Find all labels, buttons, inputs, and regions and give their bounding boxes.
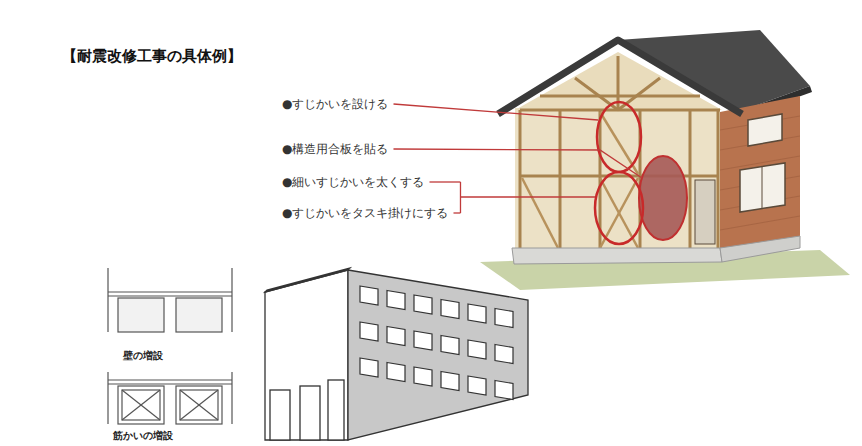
illustration-part <box>441 300 459 319</box>
illustration-part <box>512 248 722 264</box>
illustration-part <box>122 390 160 420</box>
illustration-part <box>387 327 405 346</box>
illustration-part <box>180 390 218 420</box>
illustration-part <box>468 376 486 395</box>
illustration-part <box>720 236 800 262</box>
illustration-part <box>597 102 641 172</box>
illustration-part <box>265 268 350 292</box>
illustration-part <box>231 268 232 332</box>
figure-caption: 壁の増設 <box>123 350 163 362</box>
illustration-part <box>495 381 513 400</box>
illustration-part <box>540 95 700 98</box>
illustration-part <box>748 114 782 146</box>
callout-label: ●細いすじかいを太くする <box>282 175 424 189</box>
illustration-part <box>441 336 459 355</box>
illustration-part <box>495 345 513 364</box>
illustration-part <box>348 270 528 440</box>
leader-line <box>460 196 595 197</box>
illustration-part <box>360 358 378 377</box>
illustration-part <box>468 304 486 323</box>
illustration-part <box>108 291 232 292</box>
illustration-part <box>176 386 222 424</box>
leader-line <box>429 181 460 182</box>
callout-label: ●すじかいをタスキ掛けにする <box>282 206 448 220</box>
illustration-part <box>595 172 643 244</box>
illustration-part <box>740 163 785 212</box>
illustration-part <box>180 390 218 420</box>
leader-line <box>393 104 598 120</box>
illustration-part <box>559 110 562 250</box>
illustration-part <box>468 340 486 359</box>
illustration-part <box>762 166 763 208</box>
illustration-part <box>520 175 718 178</box>
illustration-part <box>441 372 459 391</box>
illustration-part <box>180 390 218 420</box>
illustration-part <box>522 178 558 248</box>
illustration-part <box>107 268 108 332</box>
illustration-part <box>265 268 528 440</box>
illustration-part <box>122 390 160 420</box>
illustration-part <box>360 286 378 305</box>
illustration-part <box>122 390 160 420</box>
illustration-part <box>689 110 692 250</box>
callout-label: ●すじかいを設ける <box>282 97 388 111</box>
illustration-part <box>108 383 232 384</box>
illustration-part <box>118 386 164 424</box>
illustration-part <box>265 270 348 440</box>
diagram-title: 【耐震改修工事の具体例】 <box>62 47 242 65</box>
illustration-part <box>360 286 513 400</box>
illustration-part <box>618 78 660 110</box>
illustration-part <box>176 298 222 332</box>
illustration-part <box>414 331 432 350</box>
illustration-part <box>717 110 720 250</box>
illustration-part <box>108 268 232 424</box>
illustration-part <box>328 380 344 440</box>
illustration-part <box>519 110 522 250</box>
illustration-part <box>387 363 405 382</box>
illustration-part <box>720 96 800 250</box>
leader-line <box>393 149 642 178</box>
figure-caption: 筋かいの増設 <box>113 430 173 442</box>
illustration-part <box>720 216 800 230</box>
illustration-part <box>360 322 378 341</box>
illustration-part <box>695 180 715 244</box>
illustration-part <box>387 291 405 310</box>
illustration-part <box>639 156 687 240</box>
illustration-part <box>515 108 720 250</box>
illustration-part <box>414 367 432 386</box>
callout-label: ●構造用合板を貼る <box>282 142 388 156</box>
illustration-part <box>108 379 232 380</box>
illustration-part <box>522 112 638 248</box>
illustration-part <box>270 390 290 440</box>
illustration-part <box>108 295 232 296</box>
illustration-part <box>495 309 513 328</box>
illustration-part <box>414 295 432 314</box>
illustration-part <box>300 386 320 440</box>
leader-line <box>453 212 460 213</box>
illustration-part <box>118 298 164 332</box>
